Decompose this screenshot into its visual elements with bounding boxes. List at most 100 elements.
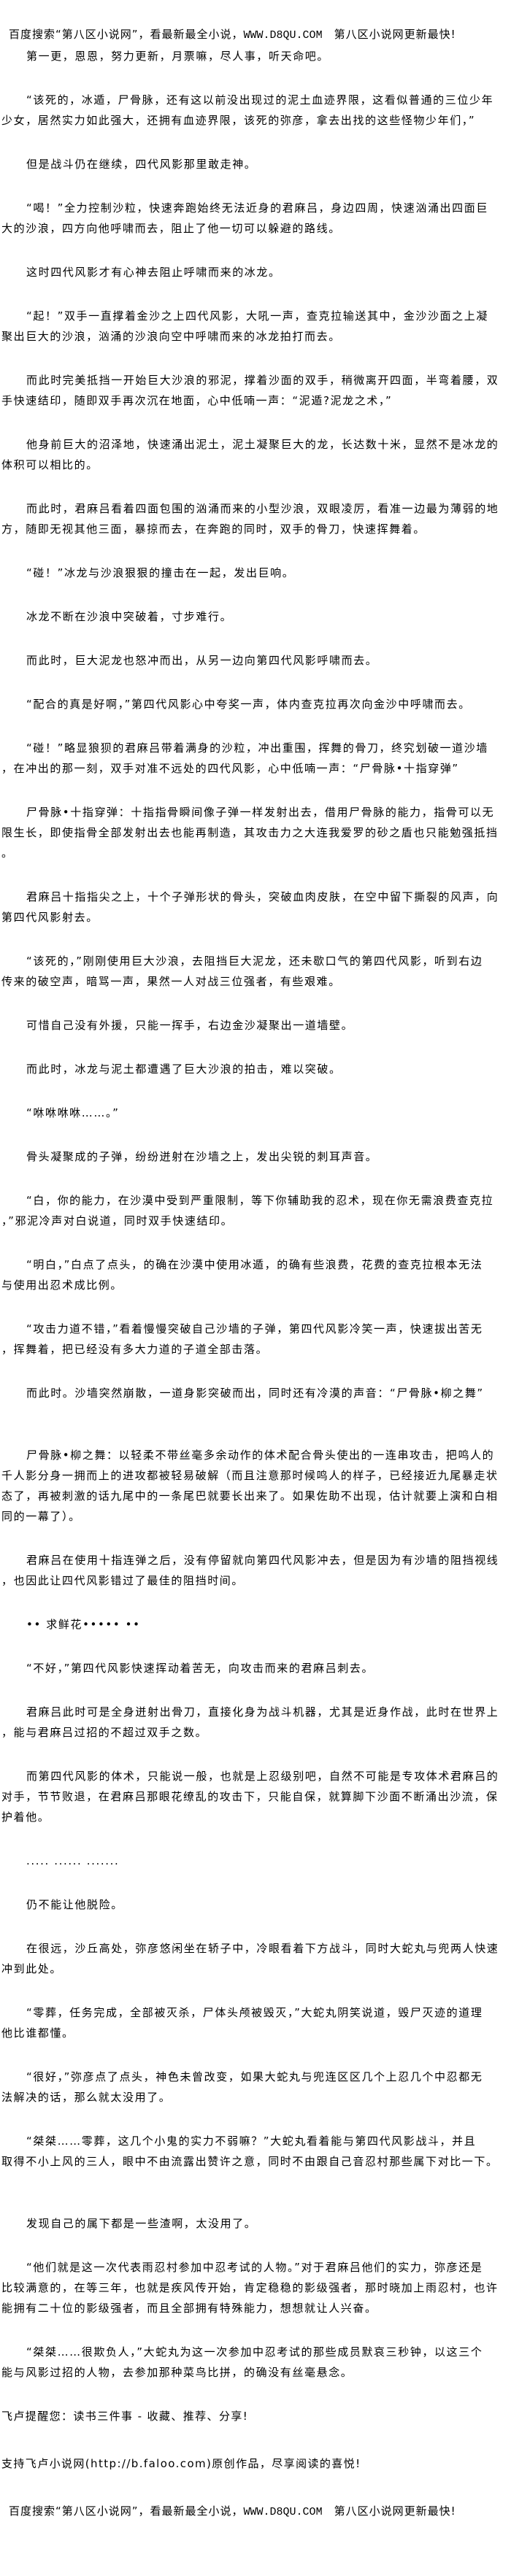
paragraph-line: “起！”双手一直撑着金沙之上四代风影，大吼一声，查克拉输送其中，金沙沙面之上凝: [26, 309, 488, 323]
banner-url-link[interactable]: WWW.D8QU.COM: [243, 29, 323, 42]
paragraph: 在很远，沙丘高处，弥彦悠闲坐在轿子中，冷眼看着下方战斗，同时大蛇丸与兜两人快速冲…: [1, 1938, 510, 1979]
paragraph-line: 。: [1, 847, 14, 860]
paragraph: “碰！”略显狼狈的君麻吕带着满身的沙粒，冲出重围，挥舞的骨刀，终究划破一道沙墙 ，…: [1, 738, 510, 779]
paragraph: 他身前巨大的沼泽地，快速涌出泥土，泥土凝聚巨大的龙，长达数十米，显然不是冰龙的体…: [1, 434, 510, 475]
paragraph-line: 仍不能让他脱险。: [26, 1898, 123, 1911]
chapter-content: 百度搜索“第八区小说网”，看最新最全小说，WWW.D8QU.COM 第八区小说网…: [1, 24, 510, 2523]
paragraph: 而第四代风影的体术，只能说一般，也就是上忍级别吧，自然不可能是专攻体术君麻吕的对…: [1, 1766, 510, 1827]
paragraph: 尸骨脉•柳之舞：以轻柔不带丝毫多余动作的体术配合骨头使出的一连串攻击，把鸣人的千…: [1, 1445, 510, 1527]
paragraph-line: “碰！”略显狼狈的君麻吕带着满身的沙粒，冲出重围，挥舞的骨刀，终究划破一道沙墙: [26, 741, 488, 755]
banner-prefix: 百度搜索“第八区小说网”，看最新最全小说，: [9, 28, 244, 41]
paragraph-line: ，挥舞着，把已经没有多大力道的子道全部击落。: [1, 1343, 269, 1356]
paragraph: 而此时，君麻吕看着四面包围的汹涌而来的小型沙浪，双眼凌厉，看准一边最为薄弱的地方…: [1, 498, 510, 539]
paragraph-line: 体积可以相比的。: [1, 458, 99, 471]
paragraph-line: 传来的破空声，暗骂一声，果然一人对战三位强者，有些艰难。: [1, 975, 341, 988]
banner-suffix: 第八区小说网更新最快!: [322, 2504, 456, 2518]
paragraph: “桀桀……很欺负人，”大蛇丸为这一次参加中忍考试的那些成员默哀三秒钟，以这三个能…: [1, 2342, 510, 2383]
paragraph-line: 而此时，冰龙与泥土都遭遇了巨大沙浪的拍击，难以突破。: [26, 1063, 342, 1076]
paragraph-line: 骨头凝聚成的子弹，纷纷迸射在沙墙之上，发出尖锐的刺耳声音。: [26, 1150, 378, 1163]
paragraph-line: “碰！”冰龙与沙浪狠狠的撞击在一起，发出巨响。: [26, 566, 295, 579]
paragraph-line: 君麻吕此时可是全身迸射出骨刀，直接化身为战斗机器，尤其是近身作战，此时在世界上: [26, 1705, 499, 1719]
paragraph: 但是战斗仍在继续，四代风影那里敢走神。: [1, 154, 510, 174]
paragraph: 可惜自己没有外援，只能一挥手，右边金沙凝聚出一道墙壁。: [1, 1015, 510, 1036]
paragraph-line: 限生长，即使指骨全部发射出去也能再制造，其攻击力之大连我爱罗的砂之盾也只能勉强抵…: [1, 826, 499, 839]
paragraph-line: 方，随即无视其他三面，暴掠而去，在奔跑的同时，双手的骨刀，快速挥舞着。: [1, 522, 426, 536]
paragraph: •• 求鲜花••••• ••: [1, 1614, 510, 1635]
paragraph: “该死的，”刚刚使用巨大沙浪，去阻挡巨大泥龙，还未歇口气的第四代风影，听到右边传…: [1, 951, 510, 992]
paragraph: 仍不能让他脱险。: [1, 1894, 510, 1915]
paragraph-line: 而此时。沙墙突然崩散，一道身影突破而出，同时还有冷漠的声音：“尸骨脉•柳之舞”: [26, 1387, 484, 1400]
paragraph: 君麻吕此时可是全身迸射出骨刀，直接化身为战斗机器，尤其是近身作战，此时在世界上 ，…: [1, 1702, 510, 1743]
paragraph-line: 同的一幕了）。: [1, 1510, 81, 1523]
paragraph-line: 尸骨脉•十指穿弹：十指指骨瞬间像子弹一样发射出去，借用尸骨脉的能力，指骨可以无: [26, 806, 495, 819]
paragraph-line: •• 求鲜花••••• ••: [26, 1618, 141, 1631]
paragraph-line: 态了，再被刺激的话九尾中的一条尾巴就要长出来了。如果佐助不出现，估计就要上演和白…: [1, 1489, 499, 1503]
paragraph-line: ，能与君麻吕过招的不超过双手之数。: [1, 1726, 208, 1739]
paragraph-line: 比较满意的，在等三年，也就是疾风传开始，肯定稳稳的影级强者，那时晓加上雨忍村，也…: [1, 2281, 499, 2294]
paragraph-line: “该死的，冰遁，尸骨脉，还有这以前没出现过的泥土血迹界限，这看似普通的三位少年: [26, 93, 494, 107]
paragraph: 君麻吕十指指尖之上，十个子弹形状的骨头，突破血肉皮肤，在空中留下撕裂的风声，向第…: [1, 887, 510, 928]
paragraph: 冰龙不断在沙浪中突破着，寸步难行。: [1, 606, 510, 627]
paragraph-line: 取得不小上风的三人，眼中不由流露出赞许之意，同时不由跟自己音忍村那些属下对比一下…: [1, 2155, 499, 2168]
paragraph-line: 在很远，沙丘高处，弥彦悠闲坐在轿子中，冷眼看着下方战斗，同时大蛇丸与兜两人快速: [26, 1942, 499, 1955]
paragraph-line: “零葬，任务完成，全部被灭杀，尸体头颅被毁灭，”大蛇丸阴笑说道，毁尸灭迹的道理: [26, 2006, 483, 2019]
paragraph-line: ，在冲出的那一刻，双手对准不远处的四代风影，心中低喃一声：“尸骨脉•十指穿弹”: [1, 762, 459, 775]
paragraph: “白，你的能力，在沙漠中受到严重限制，等下你辅助我的忍术，现在你无需浪费查克拉 ，…: [1, 1190, 510, 1231]
paragraph-line: “很好，”弥彦点了点头，神色未曾改变，如果大蛇丸与兜连区区几个上忍几个中忍都无: [26, 2070, 483, 2083]
paragraph-line: 这时四代风影才有心神去阻止呼啸而来的冰龙。: [26, 266, 281, 279]
paragraph-line: 大的沙浪，四方向他呼啸而去，阻止了他一切可以躲避的路线。: [1, 222, 341, 235]
paragraph-line: 他身前巨大的沼泽地，快速涌出泥土，泥土凝聚巨大的龙，长达数十米，显然不是冰龙的: [26, 438, 499, 451]
paragraph-line: ..... ...... .......: [26, 1854, 120, 1867]
paragraph-line: 冰龙不断在沙浪中突破着，寸步难行。: [26, 610, 233, 623]
chapter-footer: 飞卢提醒您：读书三件事 - 收藏、推荐、分享! 支持飞卢小说网(http://b…: [1, 2406, 510, 2523]
paragraph: 发现自己的属下都是一些渣啊，太没用了。: [1, 2213, 510, 2234]
author-note: 第一更，恩恩，努力更新，月票嘛，尽人事，听天命吧。: [26, 50, 330, 63]
paragraph: 尸骨脉•十指穿弹：十指指骨瞬间像子弹一样发射出去，借用尸骨脉的能力，指骨可以无限…: [1, 802, 510, 863]
paragraph: “该死的，冰遁，尸骨脉，还有这以前没出现过的泥土血迹界限，这看似普通的三位少年少…: [1, 90, 510, 131]
paragraph-line: 能拥有二十位的影级强者，而且全部拥有特殊能力，想想就让人兴奋。: [1, 2302, 377, 2315]
paragraph-line: 护着他。: [1, 1810, 50, 1824]
paragraph-line: 而此时，巨大泥龙也怒冲而出，从另一边向第四代风影呼啸而去。: [26, 654, 378, 667]
paragraph-line: 君麻吕在使用十指连弹之后，没有停留就向第四代风影冲去，但是因为有沙墙的阻挡视线: [26, 1554, 499, 1567]
paragraph-line: 可惜自己没有外援，只能一挥手，右边金沙凝聚出一道墙壁。: [26, 1019, 354, 1032]
paragraph: “起！”双手一直撑着金沙之上四代风影，大吼一声，查克拉输送其中，金沙沙面之上凝聚…: [1, 306, 510, 347]
paragraph-line: 千人影分身一拥而上的进攻都被轻易破解（而且注意那时候鸣人的样子，已经接近九尾暴走…: [1, 1469, 499, 1482]
paragraph-line: “攻击力道不错，”看着慢慢突破自己沙墙的子弹，第四代风影冷笑一声，快速拔出苦无: [26, 1322, 483, 1335]
paragraph-line: 第四代风影射去。: [1, 911, 99, 924]
paragraph-line: “该死的，”刚刚使用巨大沙浪，去阻挡巨大泥龙，还未歇口气的第四代风影，听到右边: [26, 955, 483, 968]
paragraph-line: 而此时完美抵挡一开始巨大沙浪的邪泥，撑着沙面的双手，稍微离开四面，半弯着腰，双: [26, 374, 499, 387]
paragraph: 而此时完美抵挡一开始巨大沙浪的邪泥，撑着沙面的双手，稍微离开四面，半弯着腰，双手…: [1, 370, 510, 411]
banner-url-link[interactable]: WWW.D8QU.COM: [243, 2506, 323, 2518]
banner-prefix: 百度搜索“第八区小说网”，看最新最全小说，: [9, 2504, 244, 2518]
paragraph-line: “桀桀……很欺负人，”大蛇丸为这一次参加中忍考试的那些成员默哀三秒钟，以这三个: [26, 2345, 483, 2359]
paragraph: “不好，”第四代风影快速挥动着苦无，向攻击而来的君麻吕刺去。: [1, 1658, 510, 1678]
paragraph-line: ，也因此让四代风影错过了最佳的阻挡时间。: [1, 1574, 245, 1587]
support-notice: 支持飞卢小说网(http://b.faloo.com)原创作品，尽享阅读的喜悦!: [1, 2457, 361, 2470]
paragraph-line: “他们就是这一次代表雨忍村参加中忍考试的人物。”对于君麻吕他们的实力，弥彦还是: [26, 2261, 483, 2274]
site-banner-top: 百度搜索“第八区小说网”，看最新最全小说，WWW.D8QU.COM 第八区小说网…: [1, 24, 510, 46]
paragraph-line: 但是战斗仍在继续，四代风影那里敢走神。: [26, 158, 257, 171]
chapter-body: “该死的，冰遁，尸骨脉，还有这以前没出现过的泥土血迹界限，这看似普通的三位少年少…: [1, 90, 510, 2383]
paragraph-line: 能与风影过招的人物，去参加那种菜鸟比拼，的确没有丝毫悬念。: [1, 2366, 353, 2379]
paragraph-line: 君麻吕十指指尖之上，十个子弹形状的骨头，突破血肉皮肤，在空中留下撕裂的风声，向: [26, 890, 499, 903]
paragraph-line: 冲到此处。: [1, 1962, 63, 1975]
paragraph: “很好，”弥彦点了点头，神色未曾改变，如果大蛇丸与兜连区区几个上忍几个中忍都无法…: [1, 2067, 510, 2108]
paragraph: “碰！”冰龙与沙浪狠狠的撞击在一起，发出巨响。: [1, 563, 510, 583]
paragraph-line: “喝！”全力控制沙粒，快速奔跑始终无法近身的君麻吕，身边四周，快速汹涌出四面巨: [26, 201, 488, 215]
site-banner-bottom: 百度搜索“第八区小说网”，看最新最全小说，WWW.D8QU.COM 第八区小说网…: [1, 2501, 510, 2523]
paragraph-line: “不好，”第四代风影快速挥动着苦无，向攻击而来的君麻吕刺去。: [26, 1662, 374, 1675]
paragraph-line: 而此时，君麻吕看着四面包围的汹涌而来的小型沙浪，双眼凌厉，看准一边最为薄弱的地: [26, 502, 499, 515]
paragraph: 这时四代风影才有心神去阻止呼啸而来的冰龙。: [1, 262, 510, 282]
paragraph-line: ，”邪泥冷声对白说道，同时双手快速结印。: [1, 1214, 234, 1227]
paragraph-line: 手快速结印，随即双手再次沉在地面，心中低喃一声：“泥遁?泥龙之术，”: [1, 394, 393, 407]
paragraph: “喝！”全力控制沙粒，快速奔跑始终无法近身的君麻吕，身边四周，快速汹涌出四面巨大…: [1, 198, 510, 239]
paragraph: “配合的真是好啊，”第四代风影心中夸奖一声，体内查克拉再次向金沙中呼啸而去。: [1, 694, 510, 714]
reading-reminder: 飞卢提醒您：读书三件事 - 收藏、推荐、分享!: [1, 2410, 249, 2423]
paragraph: “咻咻咻咻……。”: [1, 1103, 510, 1123]
paragraph-line: 而第四代风影的体术，只能说一般，也就是上忍级别吧，自然不可能是专攻体术君麻吕的: [26, 1770, 499, 1783]
paragraph-line: “明白，”白点了点头，的确在沙漠中使用冰遁，的确有些浪费，花费的查克拉根本无法: [26, 1258, 483, 1271]
paragraph-line: 尸骨脉•柳之舞：以轻柔不带丝毫多余动作的体术配合骨头使出的一连串攻击，把鸣人的: [26, 1449, 495, 1462]
paragraph: 而此时。沙墙突然崩散，一道身影突破而出，同时还有冷漠的声音：“尸骨脉•柳之舞”: [1, 1383, 510, 1403]
paragraph: “攻击力道不错，”看着慢慢突破自己沙墙的子弹，第四代风影冷笑一声，快速拔出苦无 ，…: [1, 1319, 510, 1360]
paragraph-line: “白，你的能力，在沙漠中受到严重限制，等下你辅助我的忍术，现在你无需浪费查克拉: [26, 1194, 494, 1207]
